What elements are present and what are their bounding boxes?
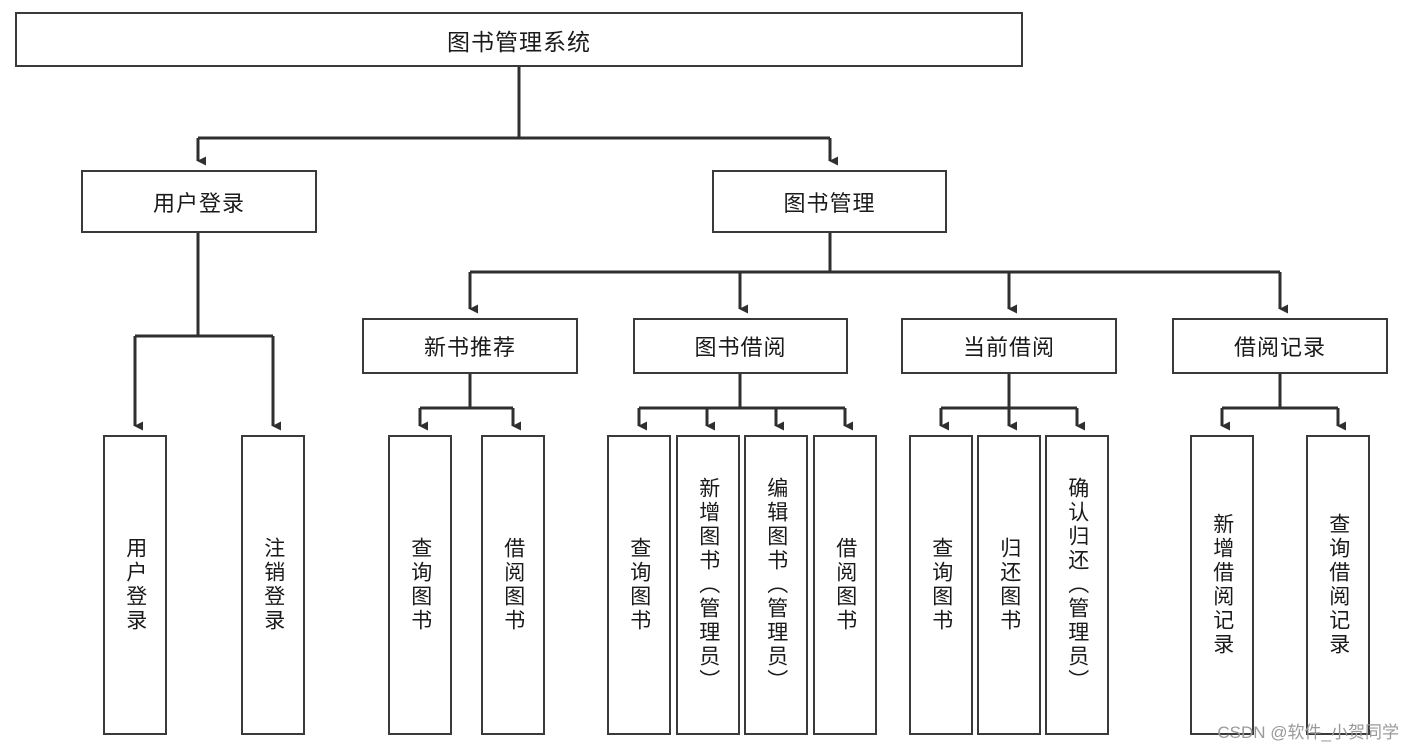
node-root-book-management-system[interactable]: 图书管理系统: [15, 12, 1023, 67]
leaf-bb-add-book-label: 新增图书（管理员）: [696, 477, 720, 693]
leaf-logout-label: 注销登录: [261, 537, 285, 633]
node-borrow-record-label: 借阅记录: [1233, 335, 1326, 360]
leaf-br-add-record-label: 新增借阅记录: [1210, 513, 1234, 657]
leaf-nb-borrow-book[interactable]: 借阅图书: [481, 435, 545, 735]
leaf-br-query-record[interactable]: 查询借阅记录: [1306, 435, 1370, 735]
leaf-cb-return-book[interactable]: 归还图书: [977, 435, 1041, 735]
leaf-cb-return-book-label: 归还图书: [997, 537, 1021, 633]
leaf-nb-query-book[interactable]: 查询图书: [388, 435, 452, 735]
node-current-borrow[interactable]: 当前借阅: [901, 318, 1117, 374]
node-book-borrow-label: 图书借阅: [694, 335, 787, 360]
csdn-watermark: CSDN @软件_小贺同学: [1217, 723, 1399, 742]
node-new-book-recommend-label: 新书推荐: [423, 335, 516, 360]
node-book-management-label: 图书管理: [783, 190, 876, 216]
leaf-bb-query-book[interactable]: 查询图书: [607, 435, 671, 735]
leaf-br-query-record-label: 查询借阅记录: [1326, 513, 1350, 657]
leaf-bb-query-book-label: 查询图书: [627, 537, 651, 633]
leaf-cb-confirm-return-label: 确认归还（管理员）: [1065, 477, 1089, 693]
leaf-user-login[interactable]: 用户登录: [103, 435, 167, 735]
node-book-borrow[interactable]: 图书借阅: [633, 318, 848, 374]
leaf-bb-borrow-book-label: 借阅图书: [833, 537, 857, 633]
leaf-bb-edit-book-label: 编辑图书（管理员）: [764, 477, 788, 693]
root-label: 图书管理系统: [447, 28, 591, 55]
leaf-cb-query-book-label: 查询图书: [929, 537, 953, 633]
node-book-management[interactable]: 图书管理: [712, 170, 947, 233]
leaf-bb-edit-book[interactable]: 编辑图书（管理员）: [744, 435, 808, 735]
leaf-user-login-label: 用户登录: [123, 537, 147, 633]
leaf-nb-query-book-label: 查询图书: [408, 537, 432, 633]
node-user-login[interactable]: 用户登录: [81, 170, 317, 233]
leaf-bb-add-book[interactable]: 新增图书（管理员）: [676, 435, 740, 735]
node-borrow-record[interactable]: 借阅记录: [1172, 318, 1388, 374]
leaf-br-add-record[interactable]: 新增借阅记录: [1190, 435, 1254, 735]
leaf-bb-borrow-book[interactable]: 借阅图书: [813, 435, 877, 735]
node-new-book-recommend[interactable]: 新书推荐: [362, 318, 578, 374]
node-current-borrow-label: 当前借阅: [962, 335, 1055, 360]
leaf-logout[interactable]: 注销登录: [241, 435, 305, 735]
leaf-cb-confirm-return[interactable]: 确认归还（管理员）: [1045, 435, 1109, 735]
node-user-login-label: 用户登录: [152, 190, 245, 216]
leaf-cb-query-book[interactable]: 查询图书: [909, 435, 973, 735]
leaf-nb-borrow-book-label: 借阅图书: [501, 537, 525, 633]
